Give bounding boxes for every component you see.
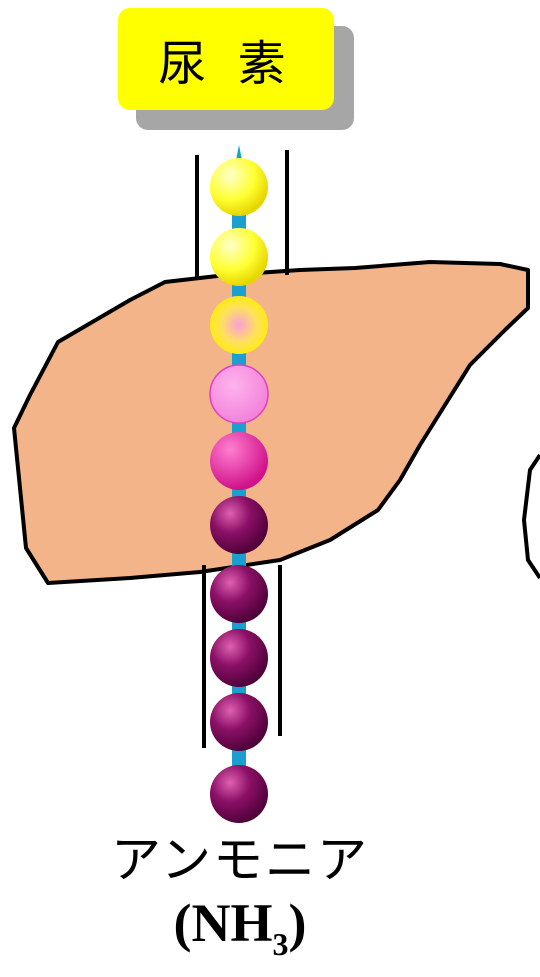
molecule-yellow-2: [210, 228, 268, 286]
molecule-purple-4: [210, 693, 268, 751]
liver-shape: [14, 262, 528, 583]
molecule-magenta: [210, 432, 268, 490]
ammonia-formula: (NH3): [0, 892, 480, 963]
molecule-purple-5: [210, 765, 268, 823]
urea-label: 尿 素: [118, 8, 334, 110]
formula-open-paren: (: [174, 893, 192, 953]
molecule-light-pink: [210, 365, 268, 423]
formula-subscript: 3: [273, 926, 289, 962]
molecule-purple-2: [210, 565, 268, 623]
neighbor-organ-edge: [524, 455, 540, 578]
formula-element: NH: [192, 893, 273, 953]
molecule-purple-1: [210, 496, 268, 554]
molecule-purple-3: [210, 629, 268, 687]
molecule-yellow-1: [210, 158, 268, 216]
formula-close-paren: ): [289, 893, 307, 953]
ammonia-label: アンモニア: [0, 820, 480, 892]
urea-label-box: 尿 素: [118, 8, 354, 130]
molecule-yellow-pink: [210, 296, 268, 354]
